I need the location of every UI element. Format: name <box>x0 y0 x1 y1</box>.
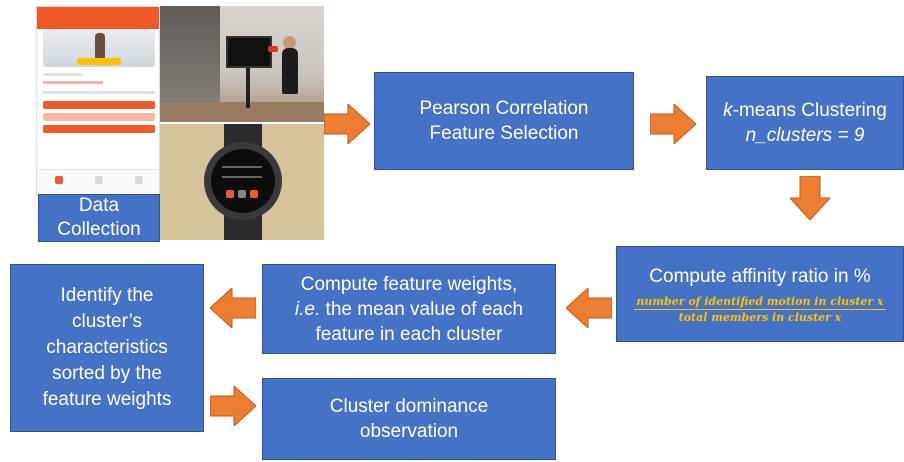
phone-exercise-preview <box>43 29 155 67</box>
identify-line2: cluster’s <box>71 311 143 332</box>
arrow-left-icon <box>210 288 256 328</box>
calendar-icon <box>95 176 103 184</box>
phone-sync-button <box>43 125 155 133</box>
pearson-line2: Feature Selection <box>429 123 579 144</box>
weights-ie: i.e. <box>294 298 321 320</box>
watch-text-line <box>222 166 262 168</box>
phone-status-bar <box>37 7 159 29</box>
affinity-formula: number of identified motion in cluster x… <box>634 294 886 325</box>
affinity-box: Compute affinity ratio in % number of id… <box>616 246 904 342</box>
phone-field <box>43 73 83 76</box>
affinity-denominator: total members in cluster x <box>678 310 842 324</box>
phone-field <box>43 81 103 84</box>
phone-badge <box>77 58 121 65</box>
settings-icon <box>135 176 143 184</box>
watch-text-line <box>222 176 262 178</box>
kmeans-line2: n_clusters = 9 <box>745 125 865 146</box>
dominance-line2: observation <box>359 421 459 442</box>
identify-line3: characteristics <box>46 337 168 358</box>
phone-nav-bar <box>37 169 159 195</box>
person-head <box>283 36 296 49</box>
weights-line2: i.e. the mean value of each <box>295 297 523 322</box>
weights-line3: feature in each cluster <box>315 323 503 345</box>
affinity-numerator: number of identified motion in cluster x <box>634 294 886 310</box>
phone-field <box>43 91 155 94</box>
dumbbell <box>268 46 278 52</box>
home-icon <box>55 176 63 184</box>
tv-screen <box>226 36 272 68</box>
data-collection-box: Data Collection <box>38 194 160 242</box>
watch-button <box>226 190 234 198</box>
affinity-title: Compute affinity ratio in % <box>649 265 871 287</box>
arrow-right-icon <box>650 104 696 144</box>
kmeans-k: k <box>723 100 733 121</box>
kmeans-line1: k-means Clustering <box>723 98 887 123</box>
watch-button <box>250 190 258 198</box>
smartwatch-photo <box>160 124 324 240</box>
weights-line2-rest: the mean value of each <box>320 298 524 320</box>
arrow-down-icon <box>790 176 830 220</box>
feature-weights-box: Compute feature weights, i.e. the mean v… <box>262 264 556 354</box>
phone-person-figure <box>95 33 105 61</box>
weights-line1: Compute feature weights, <box>300 273 518 295</box>
exercising-person <box>282 48 298 94</box>
gym-photo <box>160 6 324 122</box>
phone-app-screenshot <box>36 6 160 196</box>
arrow-right-icon <box>210 386 256 426</box>
identify-line1: Identify the <box>60 285 154 306</box>
arrow-left-icon <box>566 288 612 328</box>
identify-line4: sorted by the <box>52 363 162 384</box>
gym-floor <box>160 102 324 122</box>
dominance-line1: Cluster dominance <box>329 396 489 417</box>
watch-face <box>211 149 275 213</box>
identify-line5: feature weights <box>42 389 172 410</box>
phone-stop-button <box>43 113 155 121</box>
arrow-right-icon <box>324 104 370 144</box>
kmeans-title-rest: -means Clustering <box>732 100 887 121</box>
pearson-line1: Pearson Correlation <box>419 98 589 119</box>
data-collection-line1: Data <box>78 195 120 216</box>
identify-characteristics-box: Identify the cluster’s characteristics s… <box>10 264 204 432</box>
tv-stand <box>246 68 250 108</box>
data-collection-line2: Collection <box>57 219 141 240</box>
pearson-box: Pearson Correlation Feature Selection <box>374 72 634 170</box>
kmeans-box: k-means Clustering n_clusters = 9 <box>706 76 904 170</box>
cluster-dominance-box: Cluster dominance observation <box>262 378 556 460</box>
watch-button <box>238 190 246 198</box>
phone-start-button <box>43 101 155 109</box>
